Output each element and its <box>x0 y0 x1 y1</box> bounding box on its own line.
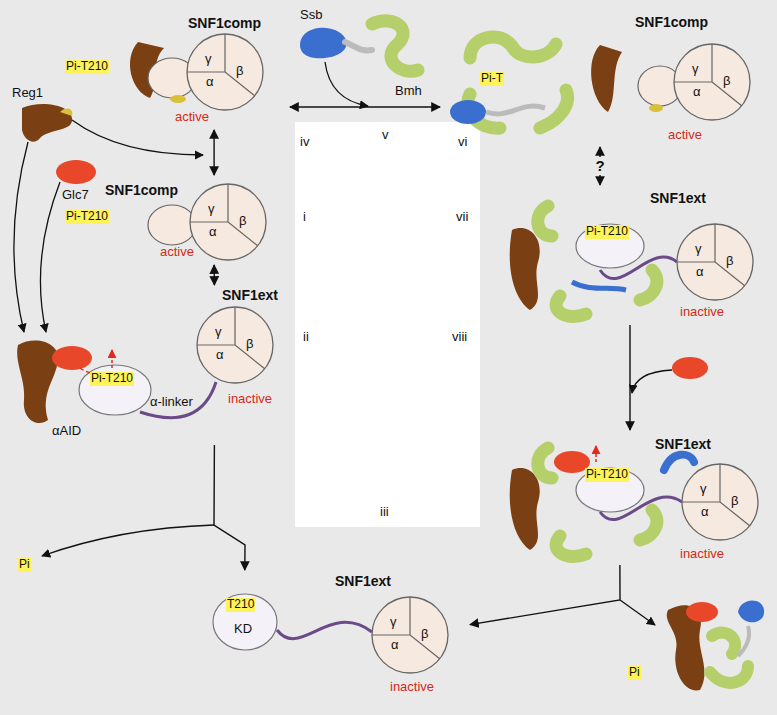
state-number: v <box>382 128 389 143</box>
activity-label: inactive <box>390 680 434 695</box>
subunit-label: α <box>696 265 704 280</box>
complex-name: SNF1ext <box>655 436 711 452</box>
subunit-label: γ <box>700 482 707 497</box>
centre-panel <box>295 122 480 527</box>
subunit-label: γ <box>390 615 397 630</box>
subunit-label: β <box>239 214 246 229</box>
subunit-label: α <box>391 638 399 653</box>
subunit-label: γ <box>208 202 215 217</box>
state-number: ii <box>303 330 309 345</box>
complex-name: SNF1comp <box>188 15 261 31</box>
subunit-label: β <box>236 64 243 79</box>
phosphosite-label: Pi-T210 <box>585 468 629 482</box>
complex-ii <box>17 307 273 423</box>
reaction-arrow <box>214 445 245 570</box>
state-node: SNF1extT210KD γ β α inactive <box>205 570 470 700</box>
phosphosite-label: Pi-T210 <box>90 372 134 386</box>
phosphosite-label: Pi-T210 <box>65 210 109 224</box>
state-number: i <box>303 210 306 225</box>
activity-label: inactive <box>228 392 272 407</box>
activity-label: inactive <box>680 305 724 320</box>
subunit-label: α <box>206 75 214 90</box>
state-number: vi <box>458 135 467 150</box>
protein-label: Bmh <box>395 84 422 99</box>
subunit-label: β <box>723 74 730 89</box>
phosphosite-label: Pi-T <box>480 72 504 86</box>
subunit-label: β <box>726 254 733 269</box>
protein-label: KD <box>234 622 252 637</box>
state-number: viii <box>452 330 467 345</box>
protein-label: αAID <box>52 424 81 439</box>
protein-label: α-linker <box>150 395 193 410</box>
edge-label: ? <box>593 157 606 174</box>
subunit-label: γ <box>695 242 702 257</box>
protein-label: Glc7 <box>62 188 89 203</box>
complex-vi <box>450 37 750 128</box>
subunit-label: β <box>246 337 253 352</box>
subunit-label: β <box>421 627 428 642</box>
state-number: vii <box>456 210 468 225</box>
reaction-arrow <box>290 106 440 107</box>
activity-label: active <box>668 128 702 143</box>
state-node: SNF1extPi-T210 γ β α inactive <box>490 185 770 325</box>
state-node: SNF1compPi-T γα β active <box>440 12 770 147</box>
state-node: Reg1 <box>12 86 52 104</box>
state-node: Glc7 <box>62 188 102 206</box>
reaction-arrow <box>213 130 214 175</box>
complex-name: SNF1ext <box>335 573 391 589</box>
state-number: iv <box>300 135 309 150</box>
complex-vii <box>510 206 753 393</box>
subunit-label: α <box>209 225 217 240</box>
subunit-label: γ <box>215 325 222 340</box>
reg1-glc7-free <box>14 104 203 332</box>
phosphosite-label: Pi-T210 <box>585 225 629 239</box>
complex-name: SNF1comp <box>105 182 178 198</box>
protein-label: Ssb <box>300 8 322 23</box>
activity-label: active <box>160 245 194 260</box>
released-proteins <box>620 600 764 690</box>
phosphate-label: Pi <box>18 558 31 572</box>
phosphosite-label: T210 <box>226 598 255 612</box>
complex-iv <box>130 34 263 110</box>
reaction-arrow <box>470 565 620 625</box>
complex-viii <box>510 446 758 557</box>
state-node: SNF1compPi-T210 γα β active <box>60 15 290 130</box>
activity-label: inactive <box>680 547 724 562</box>
subunit-label: γ <box>692 62 699 77</box>
state-node: Bmh <box>395 84 435 102</box>
complex-name: SNF1ext <box>222 287 278 303</box>
reaction-arrow <box>629 325 630 430</box>
phosphosite-label: Pi-T210 <box>65 60 109 74</box>
complex-name: SNF1comp <box>635 14 708 30</box>
subunit-label: α <box>701 505 709 520</box>
state-number: iii <box>380 505 389 520</box>
protein-label: Reg1 <box>12 86 43 101</box>
subunit-label: α <box>693 85 701 100</box>
activity-label: active <box>175 110 209 125</box>
state-node: Ssb <box>300 8 340 26</box>
state-node: SNF1extPi-T210 αAID α-linker γ β α inactive <box>10 285 290 445</box>
subunit-label: γ <box>205 52 212 67</box>
state-node: SNF1extPi-T210 γ β α inactive <box>490 430 770 565</box>
reaction-arrow <box>213 265 215 285</box>
subunit-label: β <box>731 494 738 509</box>
state-node: SNF1compPi-T210 γα β active <box>60 175 290 265</box>
subunit-label: α <box>216 348 224 363</box>
phosphate-label: Pi <box>628 666 641 680</box>
complex-name: SNF1ext <box>650 190 706 206</box>
